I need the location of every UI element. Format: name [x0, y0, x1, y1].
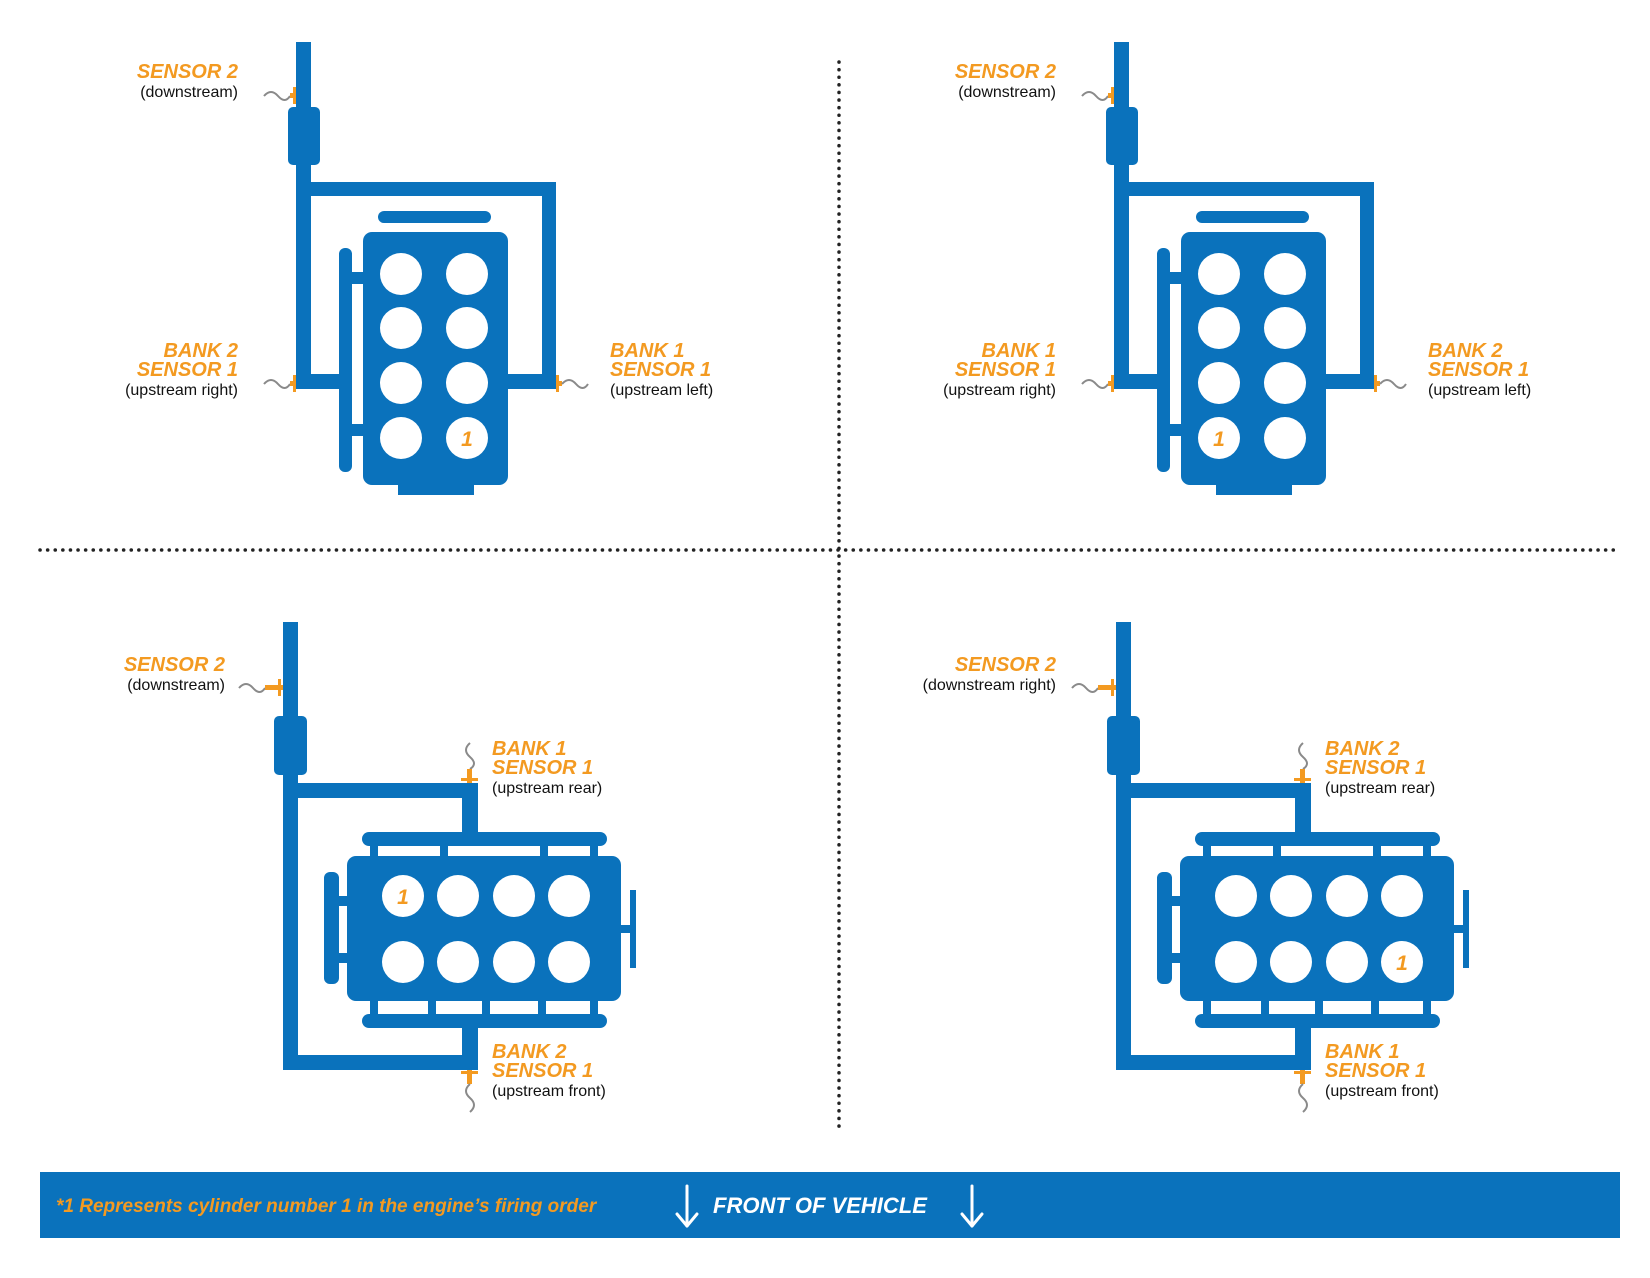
front-of-vehicle-label: FRONT OF VEHICLE	[713, 1193, 928, 1218]
upstream-a-sub: (upstream right)	[125, 382, 238, 399]
upstream-b-sub: (upstream left)	[1428, 382, 1531, 399]
bank-sensor-probe-rear	[461, 742, 478, 783]
sensor2-sub: (downstream)	[127, 677, 225, 694]
upstream-b-title-2: SENSOR 1	[1325, 1060, 1426, 1082]
bank-sensor-probe-front	[461, 1070, 478, 1113]
diagram-top-right: 1 SENSOR 2 (downstream) BANK 1 SENSOR 1 …	[943, 42, 1531, 495]
bank-sensor-probe-front	[1294, 1070, 1311, 1113]
upstream-a-title-2: SENSOR 1	[137, 359, 238, 381]
footer-background	[40, 1172, 1620, 1238]
cylinders	[1198, 253, 1306, 459]
bank-sensor-probe-left	[556, 375, 589, 392]
bank-sensor-probe-rear	[1294, 742, 1311, 783]
upstream-b-sub: (upstream front)	[1325, 1083, 1439, 1100]
upstream-a-title-2: SENSOR 1	[955, 359, 1056, 381]
down-arrow-icon	[960, 1184, 984, 1228]
sensor2-sub: (downstream right)	[923, 677, 1056, 694]
v8-engine-block	[1157, 832, 1469, 1028]
upstream-b-title-1: BANK 2	[492, 1041, 566, 1063]
diagram-top-left: 1 SENSOR 2 (downstream) BANK 2 SENSOR 1 …	[125, 42, 713, 495]
upstream-b-sub: (upstream front)	[492, 1083, 606, 1100]
cylinders	[1215, 875, 1423, 983]
cylinders	[380, 253, 488, 459]
sensor2-probe	[1081, 87, 1114, 104]
upstream-b-title-2: SENSOR 1	[1428, 359, 1529, 381]
upstream-a-title-2: SENSOR 1	[492, 757, 593, 779]
sensor2-probe	[1071, 679, 1116, 696]
exhaust-pipe	[1107, 622, 1311, 1070]
sensor2-title: SENSOR 2	[955, 654, 1056, 676]
upstream-a-title-2: SENSOR 1	[1325, 757, 1426, 779]
bank-sensor-probe-left	[1374, 375, 1407, 392]
v8-engine-block	[1157, 211, 1326, 495]
sensor2-title: SENSOR 2	[955, 61, 1056, 83]
upstream-b-title-1: BANK 2	[1428, 340, 1502, 362]
cylinder-1-marker: 1	[1213, 428, 1225, 451]
upstream-a-title-1: BANK 2	[1325, 738, 1399, 760]
cylinders	[382, 875, 590, 983]
cylinder-1-marker: 1	[461, 428, 473, 451]
diagram-bottom-left: 1 SENSOR 2 (downstream) BANK 1 SENSOR 1 …	[124, 622, 636, 1113]
upstream-b-title-1: BANK 1	[610, 340, 684, 362]
upstream-a-title-1: BANK 1	[492, 738, 566, 760]
upstream-a-sub: (upstream rear)	[1325, 780, 1435, 797]
upstream-a-sub: (upstream rear)	[492, 780, 602, 797]
exhaust-pipe	[274, 622, 478, 1070]
upstream-b-title-2: SENSOR 1	[610, 359, 711, 381]
sensor2-title: SENSOR 2	[137, 61, 238, 83]
upstream-b-title-2: SENSOR 1	[492, 1060, 593, 1082]
sensor2-title: SENSOR 2	[124, 654, 225, 676]
exhaust-pipe	[1106, 42, 1374, 389]
upstream-b-sub: (upstream left)	[610, 382, 713, 399]
bank-sensor-probe-right	[263, 375, 296, 392]
exhaust-pipe	[288, 42, 556, 389]
down-arrow-icon	[675, 1184, 699, 1228]
bank-sensor-probe-right	[1081, 375, 1114, 392]
upstream-a-title-1: BANK 2	[164, 340, 238, 362]
v8-engine-block	[324, 832, 636, 1028]
cylinder-1-marker: 1	[1396, 952, 1408, 975]
sensor2-probe	[238, 679, 283, 696]
diagram-bottom-right: 1 SENSOR 2 (downstream right) BANK 2 SEN…	[923, 622, 1469, 1113]
v8-engine-block	[339, 211, 508, 495]
upstream-b-title-1: BANK 1	[1325, 1041, 1399, 1063]
upstream-a-title-1: BANK 1	[982, 340, 1056, 362]
sensor2-sub: (downstream)	[958, 84, 1056, 101]
sensor2-probe	[263, 87, 296, 104]
footer-banner: *1 Represents cylinder number 1 in the e…	[40, 1172, 1620, 1238]
footer-note: *1 Represents cylinder number 1 in the e…	[56, 1196, 598, 1217]
upstream-a-sub: (upstream right)	[943, 382, 1056, 399]
cylinder-1-marker: 1	[397, 886, 409, 909]
sensor2-sub: (downstream)	[140, 84, 238, 101]
